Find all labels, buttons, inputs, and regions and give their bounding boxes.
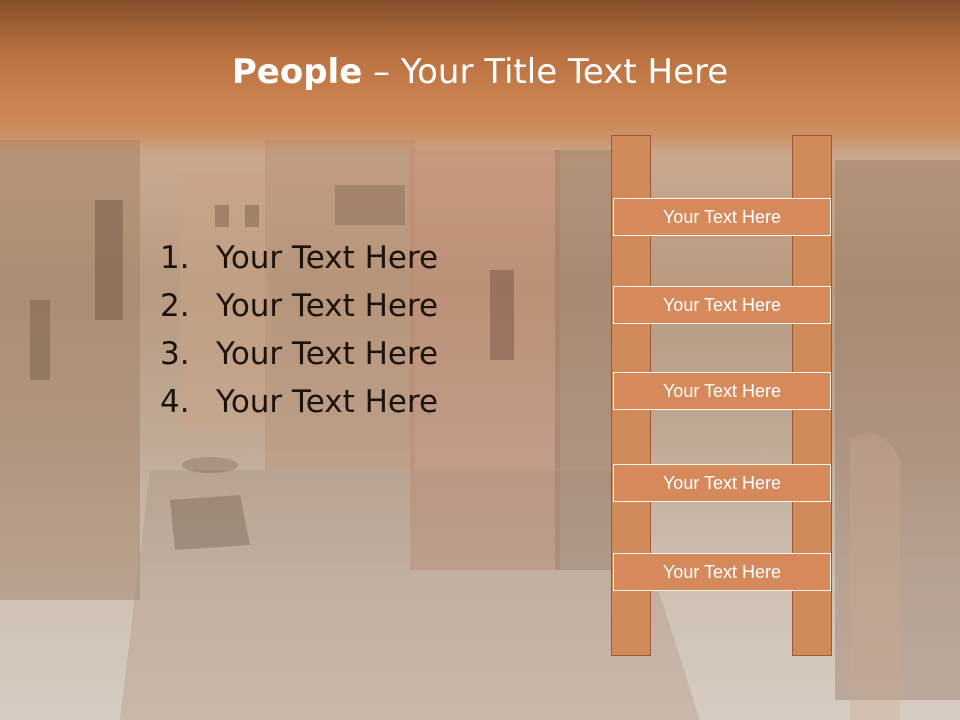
title-bold: People <box>231 52 363 92</box>
list-text: Your Text Here <box>216 336 439 372</box>
ladder-rung: Your Text Here <box>613 198 831 236</box>
list-item: 2. Your Text Here <box>160 282 438 330</box>
numbered-list: 1. Your Text Here 2. Your Text Here 3. Your… <box>160 234 438 426</box>
list-number: 2. <box>160 288 190 324</box>
list-text: Your Text Here <box>216 384 439 420</box>
ladder-rung: Your Text Here <box>613 372 831 410</box>
slide-title: People – Your Title Text Here <box>0 52 960 92</box>
list-item: 1. Your Text Here <box>160 234 438 282</box>
ladder-rung: Your Text Here <box>613 464 831 502</box>
list-item: 3. Your Text Here <box>160 330 438 378</box>
list-number: 4. <box>160 384 190 420</box>
list-number: 1. <box>160 240 190 276</box>
title-bar <box>0 0 960 150</box>
title-rest: – Your Title Text Here <box>362 52 729 92</box>
list-text: Your Text Here <box>216 240 439 276</box>
ladder-rung: Your Text Here <box>613 286 831 324</box>
list-item: 4. Your Text Here <box>160 378 438 426</box>
list-number: 3. <box>160 336 190 372</box>
ladder-diagram: Your Text Here Your Text Here Your Text … <box>611 135 833 658</box>
ladder-rung: Your Text Here <box>613 553 831 591</box>
list-text: Your Text Here <box>216 288 439 324</box>
